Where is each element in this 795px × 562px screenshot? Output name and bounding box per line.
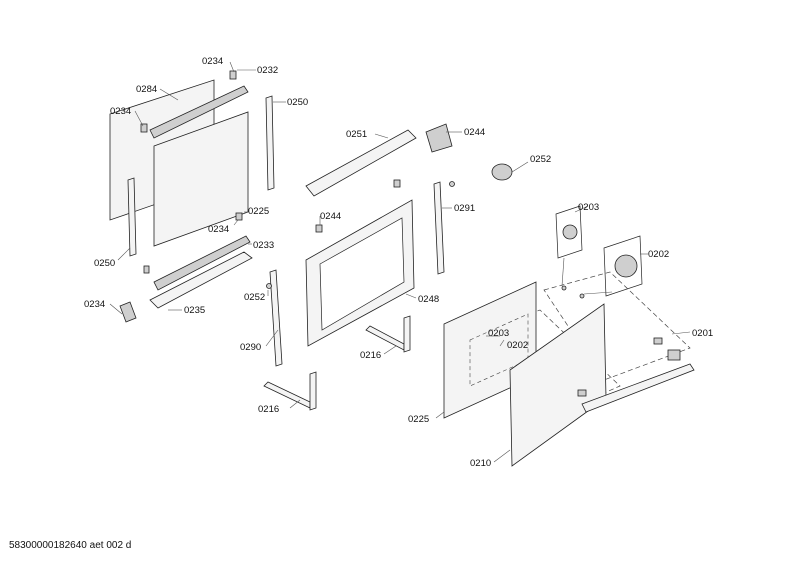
knob-box-small [555, 205, 583, 259]
label-0234-bottom: 0234 [84, 299, 105, 310]
side-strip-right [265, 95, 275, 191]
label-0251: 0251 [346, 129, 367, 140]
l-bracket-right [365, 325, 405, 351]
clip-top-left [140, 123, 148, 133]
label-0203-inner: 0203 [488, 328, 509, 339]
side-strip-lower [269, 269, 283, 367]
label-0248: 0248 [418, 294, 439, 305]
door-frame-inner [319, 217, 405, 331]
label-0210: 0210 [470, 458, 491, 469]
label-0216-left: 0216 [258, 404, 279, 415]
label-0225-door: 0225 [248, 206, 269, 217]
strip-end-block [667, 349, 681, 361]
small-screw-top [449, 181, 455, 187]
l-bracket-left-vert [309, 371, 317, 411]
lower-door-bar [153, 235, 251, 291]
side-rail-right [433, 181, 445, 275]
label-0291: 0291 [454, 203, 475, 214]
strip-small-block-a [577, 389, 587, 397]
label-0250-left: 0250 [94, 258, 115, 269]
control-strip [581, 363, 695, 413]
knob-shaft-point-b [579, 293, 585, 299]
label-0225-panel: 0225 [408, 414, 429, 425]
label-0252-top: 0252 [530, 154, 551, 165]
control-panel-glass-inner [469, 313, 529, 387]
label-0244-small: 0244 [320, 211, 341, 222]
clip-top-right [229, 70, 237, 80]
label-0233: 0233 [253, 240, 274, 251]
label-0284: 0284 [136, 84, 157, 95]
label-0234-left: 0234 [110, 106, 131, 117]
top-door-bar [149, 85, 249, 139]
strip-small-block-b [653, 337, 663, 345]
control-knob-large [614, 254, 638, 278]
small-screw-lower [266, 283, 272, 289]
label-0202-top: 0202 [648, 249, 669, 260]
hinge-clip-small [315, 224, 323, 233]
label-0244-top: 0244 [464, 127, 485, 138]
handle-rail [149, 251, 253, 309]
side-strip-left [127, 177, 137, 257]
top-frame-trim [305, 129, 417, 197]
knob-box-large [603, 235, 643, 297]
label-0234-top: 0234 [202, 56, 223, 67]
label-0201: 0201 [692, 328, 713, 339]
small-block [119, 301, 137, 323]
drawing-code: 58300000182640 aet 002 d [9, 540, 132, 551]
label-0235: 0235 [184, 305, 205, 316]
label-0252-lower: 0252 [244, 292, 265, 303]
leader-lines [109, 61, 691, 463]
l-bracket-right-vert [403, 315, 411, 353]
label-0202-inner: 0202 [507, 340, 528, 351]
clip-side [143, 265, 150, 274]
knob-shaft-point-a [561, 285, 567, 291]
label-0234-mid: 0234 [208, 224, 229, 235]
control-knob-small [562, 224, 578, 240]
label-0290: 0290 [240, 342, 261, 353]
clip-small-top [393, 179, 401, 188]
clip-lower [235, 212, 243, 221]
label-0216-right: 0216 [360, 350, 381, 361]
hinge-clip-top [425, 123, 453, 153]
label-0203-top: 0203 [578, 202, 599, 213]
label-0250-right: 0250 [287, 97, 308, 108]
label-0232: 0232 [257, 65, 278, 76]
adjust-knob-screw [491, 163, 513, 181]
